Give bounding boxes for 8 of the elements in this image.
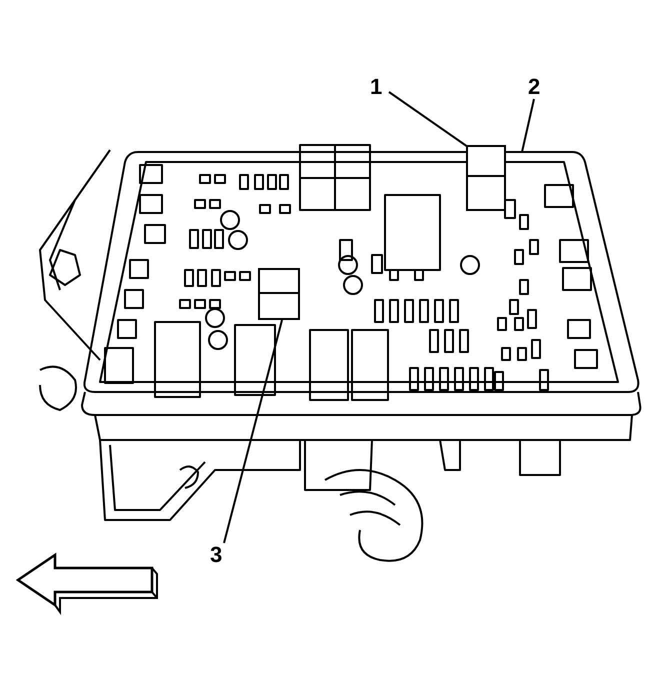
- callout-number: 1: [370, 75, 382, 99]
- leader-line: [223, 320, 283, 544]
- leader-line: [388, 91, 469, 148]
- relay: [258, 268, 300, 320]
- relay: [466, 145, 506, 211]
- leader-line: [521, 98, 535, 152]
- callout-number: 2: [528, 75, 540, 99]
- callout-number: 3: [210, 543, 222, 567]
